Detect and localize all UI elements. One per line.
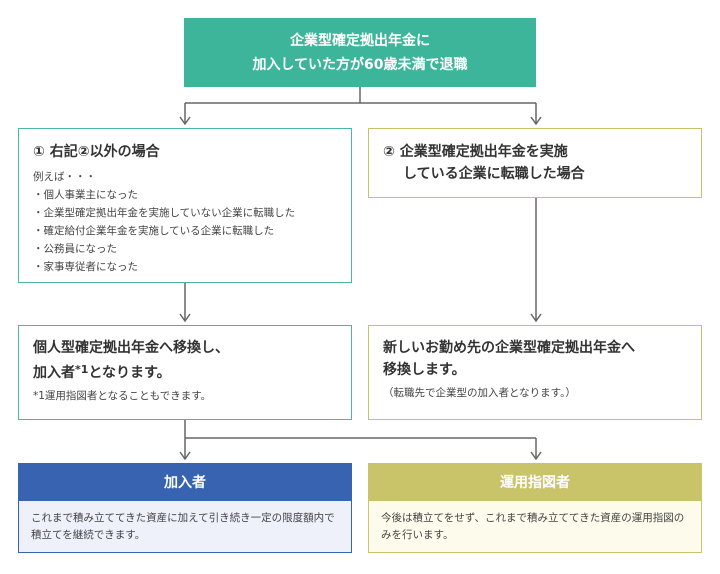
case-other-box: ① 右記②以外の場合 例えば・・・ 個人事業主になった 企業型確定拠出年金を実施… (18, 128, 352, 283)
case-job-change-line1: 企業型確定拠出年金を実施 (399, 144, 568, 160)
case-job-change-number: ② (383, 144, 395, 160)
retirement-condition-line1: 企業型確定拠出年金に (290, 32, 430, 49)
result-corporate-note: （転職先で企業型の加入者となります。） (383, 387, 576, 399)
result-ideco-box: 個人型確定拠出年金へ移換し、 加入者*1となります。 *1運用指図者となることも… (18, 325, 352, 420)
case-other-heading: ① 右記②以外の場合 (33, 141, 337, 163)
result-corporate-line1: 新しいお勤め先の企業型確定拠出年金へ (383, 340, 635, 356)
member-description: これまで積み立ててきた資産に加えて引き続き一定の限度額内で積立てを継続できます。 (18, 501, 352, 553)
operator-panel: 運用指図者 今後は積立てをせず、これまで積み立ててきた資産の運用指図のみを行いま… (368, 463, 702, 553)
case-job-change-heading: ② 企業型確定拠出年金を実施 している企業に転職した場合 (383, 141, 687, 185)
case-job-change-box: ② 企業型確定拠出年金を実施 している企業に転職した場合 (368, 128, 702, 198)
footnote-marker: *1 (75, 363, 89, 376)
result-ideco-note: *1運用指図者となることもできます。 (33, 390, 212, 402)
case-other-examples: 例えば・・・ 個人事業主になった 企業型確定拠出年金を実施していない企業に転職し… (33, 168, 337, 276)
result-ideco-line1: 個人型確定拠出年金へ移換し、 (33, 340, 229, 356)
retirement-condition-box: 企業型確定拠出年金に 加入していた方が60歳未満で退職 (184, 18, 536, 87)
case-job-change-line2: している企業に転職した場合 (403, 166, 585, 182)
operator-description: 今後は積立てをせず、これまで積み立ててきた資産の運用指図のみを行います。 (368, 501, 702, 553)
list-item: 企業型確定拠出年金を実施していない企業に転職した (33, 204, 337, 222)
result-ideco-line2-a: 加入者 (33, 365, 75, 381)
case-other-title: 右記②以外の場合 (49, 144, 160, 160)
result-ideco-line2-b: となります。 (88, 365, 171, 381)
result-corporate-heading: 新しいお勤め先の企業型確定拠出年金へ 移換します。 (383, 337, 687, 381)
result-corporate-line2: 移換します。 (383, 362, 466, 378)
member-panel: 加入者 これまで積み立ててきた資産に加えて引き続き一定の限度額内で積立てを継続で… (18, 463, 352, 553)
member-title: 加入者 (18, 463, 352, 501)
result-corporate-box: 新しいお勤め先の企業型確定拠出年金へ 移換します。 （転職先で企業型の加入者とな… (368, 325, 702, 420)
operator-title: 運用指図者 (368, 463, 702, 501)
list-item: 個人事業主になった (33, 186, 337, 204)
result-ideco-heading: 個人型確定拠出年金へ移換し、 加入者*1となります。 (33, 337, 337, 384)
list-item: 家事専従者になった (33, 258, 337, 276)
example-label: 例えば・・・ (33, 171, 96, 183)
retirement-condition-line2: 加入していた方が60歳未満で退職 (252, 56, 468, 73)
list-item: 公務員になった (33, 240, 337, 258)
result-ideco-line2: 加入者*1となります。 (33, 359, 337, 384)
case-other-number: ① (33, 144, 45, 160)
list-item: 確定給付企業年金を実施している企業に転職した (33, 222, 337, 240)
